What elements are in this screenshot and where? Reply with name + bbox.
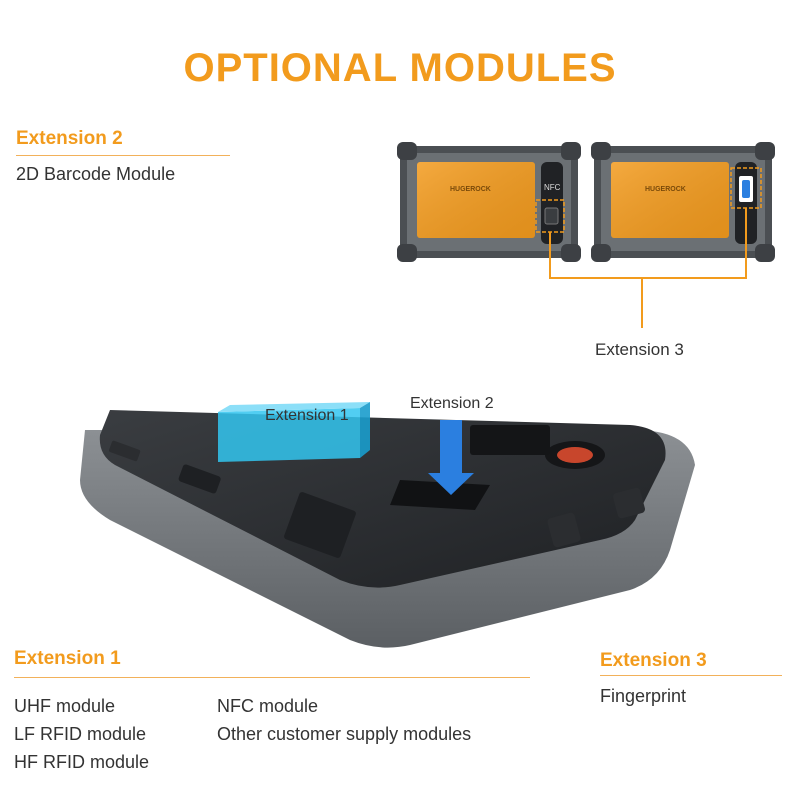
extension-1-item-nfc: NFC module xyxy=(217,696,319,716)
extension-3-divider xyxy=(600,675,782,676)
fingerprint-sensor-icon xyxy=(544,207,559,225)
device-brand-text: HUGEROCK xyxy=(645,186,686,193)
extension-2-item: 2D Barcode Module xyxy=(16,164,176,184)
extension-3-heading: Extension 3 xyxy=(600,650,707,671)
page-title: OPTIONAL MODULES xyxy=(183,46,617,90)
extension-3-item: Fingerprint xyxy=(600,686,687,706)
extension-1-heading: Extension 1 xyxy=(14,648,121,669)
extension-1-item-lf: LF RFID module xyxy=(14,724,147,744)
devices-illustration: HUGEROCK NFC HUGEROCK xyxy=(397,142,775,328)
extension-1-item-uhf: UHF module xyxy=(14,696,116,716)
extension-2-tablet-label: Extension 2 xyxy=(410,395,494,412)
module-slot xyxy=(390,480,490,510)
extension-1-item-other: Other customer supply modules xyxy=(217,724,472,744)
device-brand-text: HUGEROCK xyxy=(450,186,491,193)
extension-3-callout: Extension 3 xyxy=(595,340,684,359)
extension-2-arrow-icon xyxy=(428,420,474,495)
extension-2-heading: Extension 2 xyxy=(16,128,123,149)
nfc-label: NFC xyxy=(544,183,561,192)
extension-2-divider xyxy=(16,155,230,156)
device-front-barcode: HUGEROCK xyxy=(591,142,775,262)
extension-1-divider xyxy=(14,677,530,678)
tablet-back-illustration: Extension 1 Extension 2 xyxy=(80,395,695,648)
extension-3-connector xyxy=(549,208,747,279)
extension-1-module-box xyxy=(218,402,370,462)
device-front-nfc: HUGEROCK NFC xyxy=(397,142,581,262)
extension-1-item-hf: HF RFID module xyxy=(14,752,150,772)
extension-1-tablet-label: Extension 1 xyxy=(265,407,349,424)
